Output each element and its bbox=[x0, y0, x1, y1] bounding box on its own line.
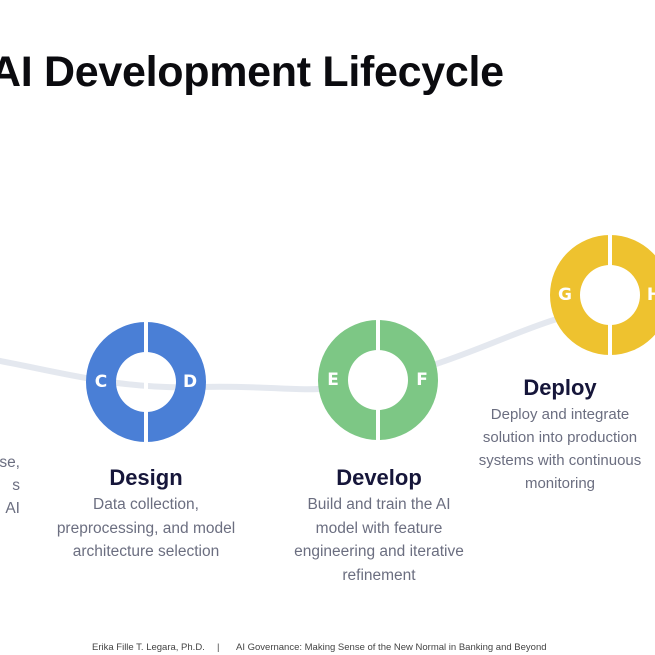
left-stage-fragment-line-3: AI bbox=[5, 500, 20, 517]
stage-deploy-title: Deploy bbox=[523, 375, 597, 400]
ring-letter-c: C bbox=[95, 372, 107, 392]
slide-title: AI Development Lifecycle bbox=[0, 48, 504, 96]
ring-shape bbox=[318, 320, 438, 440]
ring-letter-h: H bbox=[647, 285, 655, 305]
desc-line: Data collection, bbox=[93, 496, 199, 513]
desc-line: preprocessing, and model bbox=[56, 519, 236, 537]
stage-design-title: Design bbox=[109, 465, 183, 490]
stage-deploy-description: Deploy and integrate solution into produ… bbox=[465, 403, 655, 495]
desc-line: Deploy and integrate bbox=[490, 406, 630, 423]
ring-shape bbox=[86, 322, 206, 442]
footer-separator: | bbox=[217, 642, 220, 653]
ring-divider bbox=[376, 319, 380, 441]
stage-design-description: Data collection, preprocessing, and mode… bbox=[16, 493, 276, 564]
desc-line: architecture selection bbox=[72, 543, 220, 560]
stage-develop-title: Develop bbox=[336, 465, 422, 490]
ring-letter-g: G bbox=[558, 285, 572, 305]
footer-author: Erika Fille T. Legara, Ph.D. bbox=[92, 642, 205, 653]
left-stage-fragment-line-2: s bbox=[12, 477, 20, 494]
desc-line: solution into production bbox=[482, 429, 638, 446]
desc-line: engineering and iterative bbox=[294, 543, 464, 560]
desc-line: refinement bbox=[342, 566, 416, 584]
desc-line: monitoring bbox=[524, 475, 596, 492]
stage-develop-description: Build and train the AI model with featur… bbox=[249, 493, 509, 587]
ring-shape bbox=[550, 235, 655, 355]
left-stage-fragment-line-1: se, bbox=[0, 454, 20, 471]
desc-line: model with feature bbox=[315, 519, 443, 537]
ring-letter-d: D bbox=[183, 372, 197, 392]
ring-divider bbox=[608, 234, 612, 356]
ring-divider bbox=[144, 321, 148, 443]
desc-line: Build and train the AI bbox=[307, 496, 451, 513]
footer-talk-title: AI Governance: Making Sense of the New N… bbox=[236, 642, 547, 653]
ring-letter-f: F bbox=[416, 370, 428, 390]
ring-letter-e: E bbox=[327, 370, 339, 390]
desc-line: systems with continuous bbox=[478, 452, 642, 469]
